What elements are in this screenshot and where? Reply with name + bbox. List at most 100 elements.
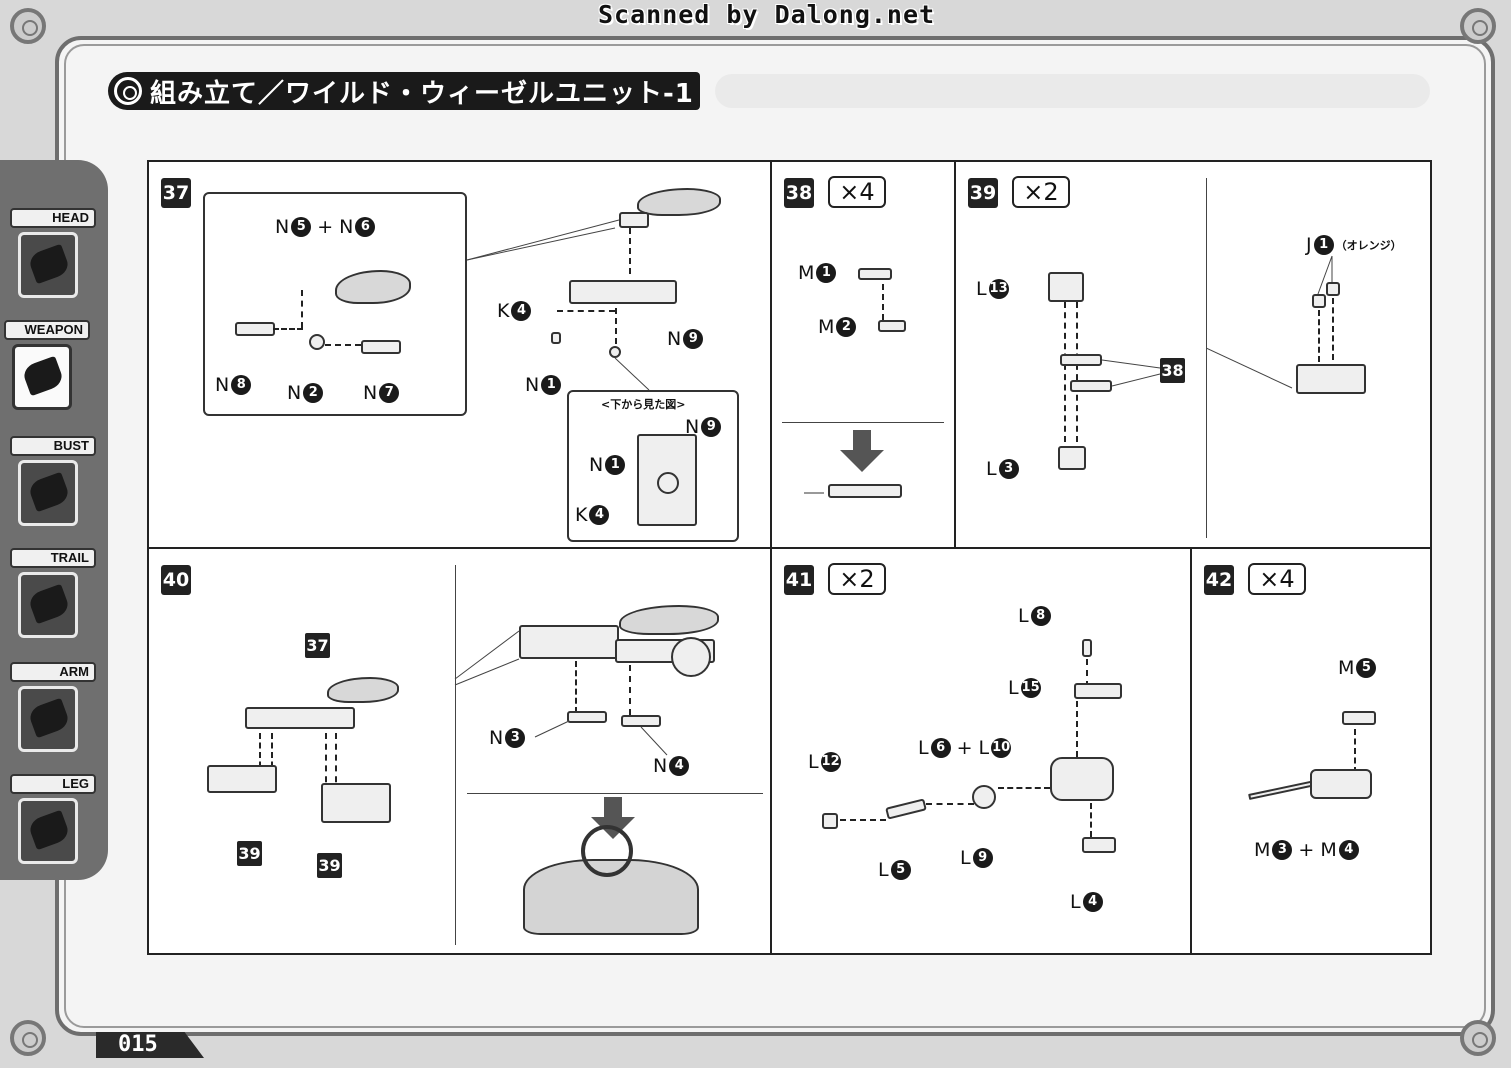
tab-arm[interactable]: ARM (10, 662, 100, 762)
part-l13 (1048, 272, 1084, 302)
part-m1 (858, 268, 892, 280)
ref-step-39: 39 (237, 841, 262, 866)
page-title: 組み立て／ワイルド・ウィーゼルユニット-1 (150, 78, 694, 109)
section-tabs: HEAD WEAPON BUST TRAIL ARM LEG (0, 160, 108, 880)
assembly-arrow (998, 787, 1050, 789)
part-n2 (309, 334, 325, 350)
part-39b (321, 783, 391, 823)
part-joint (619, 212, 649, 228)
tab-trail[interactable]: TRAIL (10, 548, 100, 648)
multiplier-badge: ×4 (828, 176, 886, 208)
part-l15 (1074, 683, 1122, 699)
part-ring (581, 825, 633, 877)
part-n9-frame (569, 280, 677, 304)
part-l6-l10 (1050, 757, 1114, 801)
part-m-assembled (828, 484, 902, 498)
ref-step-37: 37 (305, 633, 330, 658)
part-n5-n6 (335, 270, 411, 304)
multiplier-badge: ×4 (1248, 563, 1306, 595)
part-j1 (1312, 294, 1326, 308)
assembly-arrow (1090, 803, 1092, 837)
part-37-frame (245, 707, 355, 729)
part-l8 (1082, 639, 1092, 657)
gear-icon (10, 8, 46, 44)
tab-leg[interactable]: LEG (10, 774, 100, 874)
assembly-arrow (325, 733, 327, 793)
watermark: Scanned by Dalong.net (598, 0, 936, 29)
page-number: 015 (96, 1032, 204, 1058)
step-number: 40 (161, 565, 191, 595)
part-n3 (567, 711, 607, 723)
head-icon (18, 232, 78, 298)
assembly-arrow (1354, 729, 1356, 773)
title-bar: 組み立て／ワイルド・ウィーゼルユニット-1 (108, 72, 700, 110)
part-barrel (1248, 779, 1316, 801)
part-n1-bottom (657, 472, 679, 494)
part-m2 (878, 320, 906, 332)
bottom-view-caption: <下から見た図> (601, 398, 686, 411)
assembly-arrow (1332, 298, 1334, 360)
ref-step-39: 39 (317, 853, 342, 878)
assembly-arrow (325, 344, 361, 346)
part-l3 (1058, 446, 1086, 470)
gear-icon (10, 1020, 46, 1056)
step-number: 41 (784, 565, 814, 595)
part-wing-unit (637, 188, 721, 216)
assembly-arrow (557, 310, 615, 312)
tab-label: TRAIL (10, 548, 96, 568)
part-39-left (519, 625, 619, 659)
tab-head[interactable]: HEAD (10, 208, 100, 308)
assembly-arrow (1064, 302, 1066, 442)
step-number: 39 (968, 178, 998, 208)
tab-bust[interactable]: BUST (10, 436, 100, 536)
tab-label: HEAD (10, 208, 96, 228)
multiplier-badge: ×2 (1012, 176, 1070, 208)
assembly-arrow (629, 665, 631, 715)
ghost-title-bar (715, 74, 1430, 108)
part-39-right (671, 637, 711, 677)
step-number: 42 (1204, 565, 1234, 595)
down-arrow-icon (840, 430, 884, 472)
leader-lines (1206, 255, 1333, 389)
weapon-icon (12, 344, 72, 410)
part-n4 (621, 715, 661, 727)
ref-step-38: 38 (1160, 358, 1185, 383)
assembly-arrow (840, 819, 886, 821)
assembly-arrow (629, 228, 631, 274)
assembly-arrow (259, 733, 261, 777)
arrow (804, 492, 824, 494)
divider (1206, 178, 1207, 538)
assembly-arrow (335, 733, 337, 793)
assembly-arrow (273, 328, 303, 330)
tab-label: WEAPON (4, 320, 90, 340)
part-j1 (1326, 282, 1340, 296)
step-number: 38 (784, 178, 814, 208)
tab-weapon[interactable]: WEAPON (4, 320, 94, 420)
